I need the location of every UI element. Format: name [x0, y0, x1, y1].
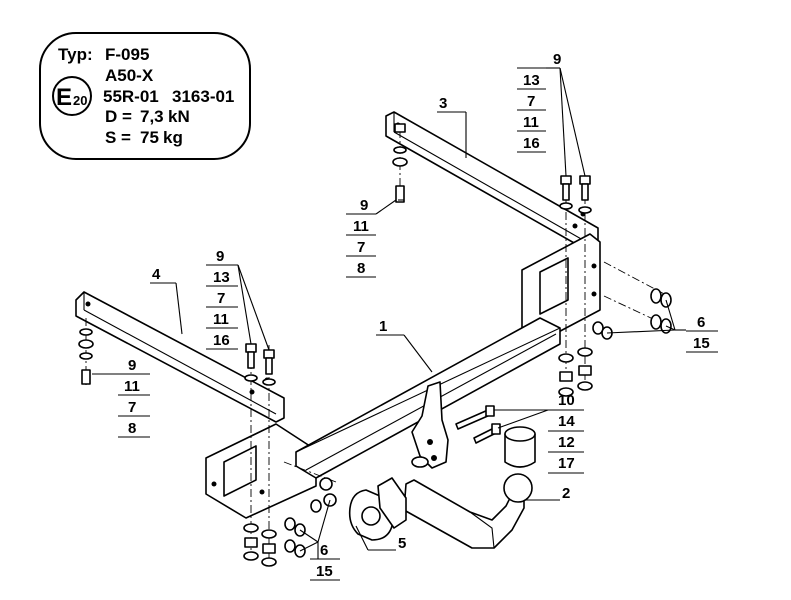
callout-item: 15 — [316, 563, 333, 580]
callout-item: 7 — [527, 93, 535, 110]
plate-regulation: 55R-01 — [103, 87, 159, 106]
plate-approval-number: 3163-01 — [172, 87, 234, 106]
plate-class: A50-X — [105, 66, 154, 85]
plate-s-unit: kg — [163, 128, 183, 147]
part-labels: 3 4 1 2 5 — [152, 95, 570, 552]
plate-typ-value: F-095 — [105, 45, 149, 64]
plate-s-value: 75 — [140, 128, 159, 147]
plate-typ-label: Typ: — [58, 45, 93, 64]
callout-item: 8 — [357, 260, 365, 277]
callout-item: 14 — [558, 413, 575, 430]
leader-lines — [92, 67, 686, 552]
callout-item: 8 — [128, 420, 136, 437]
type-approval-plate: Typ: F-095 A50-X E 20 55R-01 3163-01 D =… — [39, 32, 251, 160]
e-mark-letter: E — [56, 84, 72, 111]
callout-item: 6 — [697, 314, 705, 331]
callout-item: 13 — [213, 269, 230, 286]
label-part-1: 1 — [379, 318, 387, 335]
callout-item: 9 — [216, 248, 224, 265]
label-part-4: 4 — [152, 266, 161, 283]
towball-neck — [403, 426, 536, 549]
callout-item: 16 — [523, 135, 540, 152]
callout-item: 11 — [213, 311, 229, 328]
callout-left: 9 13 7 11 16 — [206, 248, 238, 350]
callout-item: 17 — [558, 455, 575, 472]
e-mark-circle — [52, 76, 92, 116]
callout-item: 9 — [360, 197, 368, 214]
e-mark-country: 20 — [73, 93, 87, 108]
callout-ball-bolts: 10 14 12 17 — [548, 392, 584, 474]
label-part-5: 5 — [398, 535, 406, 552]
plate-s-label: S = — [105, 128, 131, 147]
plate-d-unit: kN — [168, 107, 190, 126]
label-part-2: 2 — [562, 485, 570, 502]
crossbar — [85, 130, 669, 560]
callout-far-left: 9 11 7 8 — [118, 357, 150, 438]
callout-top-right: 9 13 7 11 16 — [517, 51, 561, 153]
callout-washers-bottom-left: 6 15 — [310, 542, 340, 581]
callout-washers-right: 6 15 — [686, 314, 718, 353]
callout-item: 9 — [128, 357, 136, 374]
label-part-3: 3 — [439, 95, 447, 112]
plate-d-value: 7,3 — [140, 107, 164, 126]
callout-item: 6 — [320, 542, 328, 559]
callout-item: 7 — [357, 239, 365, 256]
socket-plate — [348, 477, 407, 541]
callout-item: 7 — [217, 290, 225, 307]
callout-item: 12 — [558, 434, 575, 451]
callout-item: 11 — [124, 378, 140, 395]
plate-d-label: D = — [105, 107, 132, 126]
callout-item: 16 — [213, 332, 230, 349]
callout-item: 11 — [523, 114, 539, 131]
callout-item: 7 — [128, 399, 136, 416]
callout-item: 10 — [558, 392, 575, 409]
callout-item: 11 — [353, 218, 369, 235]
callout-item: 15 — [693, 335, 710, 352]
callout-upper-middle: 9 11 7 8 — [346, 197, 397, 278]
callout-item: 13 — [523, 72, 540, 89]
callout-item: 9 — [553, 51, 561, 68]
